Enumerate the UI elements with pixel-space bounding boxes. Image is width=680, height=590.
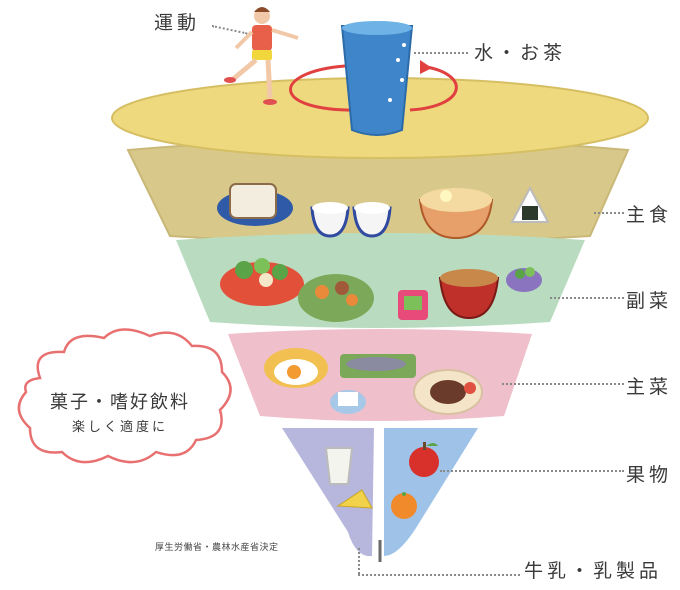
water-tea-label: 水・お茶 bbox=[474, 42, 567, 64]
rice-ball-icon bbox=[510, 185, 550, 223]
stew-plate-icon bbox=[298, 274, 374, 322]
fruit-label: 果物 bbox=[626, 464, 673, 486]
exercise-label: 運動 bbox=[154, 12, 201, 34]
water-tea-leader bbox=[414, 52, 468, 54]
fruit-leader bbox=[440, 470, 624, 472]
rice-bowl-icon-2 bbox=[352, 202, 392, 238]
small-dish-icon bbox=[398, 290, 428, 320]
orange-icon bbox=[391, 492, 417, 519]
miso-soup-icon bbox=[438, 269, 500, 320]
snack-cloud bbox=[17, 328, 232, 464]
tofu-icon bbox=[330, 390, 366, 414]
side-dish-label: 副菜 bbox=[626, 290, 673, 312]
grilled-fish-icon bbox=[340, 354, 416, 378]
greens-bowl-icon bbox=[506, 267, 542, 292]
water-glass-icon bbox=[340, 21, 414, 136]
dairy-leader bbox=[358, 574, 520, 576]
runner-icon bbox=[224, 7, 299, 105]
arrow-head-icon bbox=[420, 60, 432, 74]
apple-icon bbox=[409, 442, 439, 477]
side-dish-leader bbox=[550, 297, 624, 299]
cloud-title: 菓子・嗜好飲料 bbox=[50, 392, 190, 413]
salad-icon bbox=[220, 258, 304, 306]
dairy-leader-vertical bbox=[358, 548, 360, 574]
staple-label: 主食 bbox=[626, 204, 673, 226]
dairy-label: 牛乳・乳製品 bbox=[524, 560, 663, 582]
credit-text: 厚生労働省・農林水産省決定 bbox=[155, 543, 279, 553]
staple-leader bbox=[594, 212, 624, 214]
main-dish-leader bbox=[502, 383, 624, 385]
cloud-subtitle: 楽しく適度に bbox=[71, 420, 168, 435]
bread-icon bbox=[217, 183, 293, 226]
hamburg-steak-icon bbox=[413, 369, 483, 415]
spin-arrow bbox=[289, 64, 361, 112]
main-dish-label: 主菜 bbox=[626, 376, 673, 398]
fruit-band bbox=[384, 428, 478, 556]
milk-glass-icon bbox=[324, 447, 354, 485]
fried-egg-icon bbox=[264, 348, 328, 388]
noodle-bowl-icon bbox=[418, 188, 494, 240]
rice-bowl-icon bbox=[310, 202, 350, 238]
cheese-icon bbox=[336, 489, 373, 509]
